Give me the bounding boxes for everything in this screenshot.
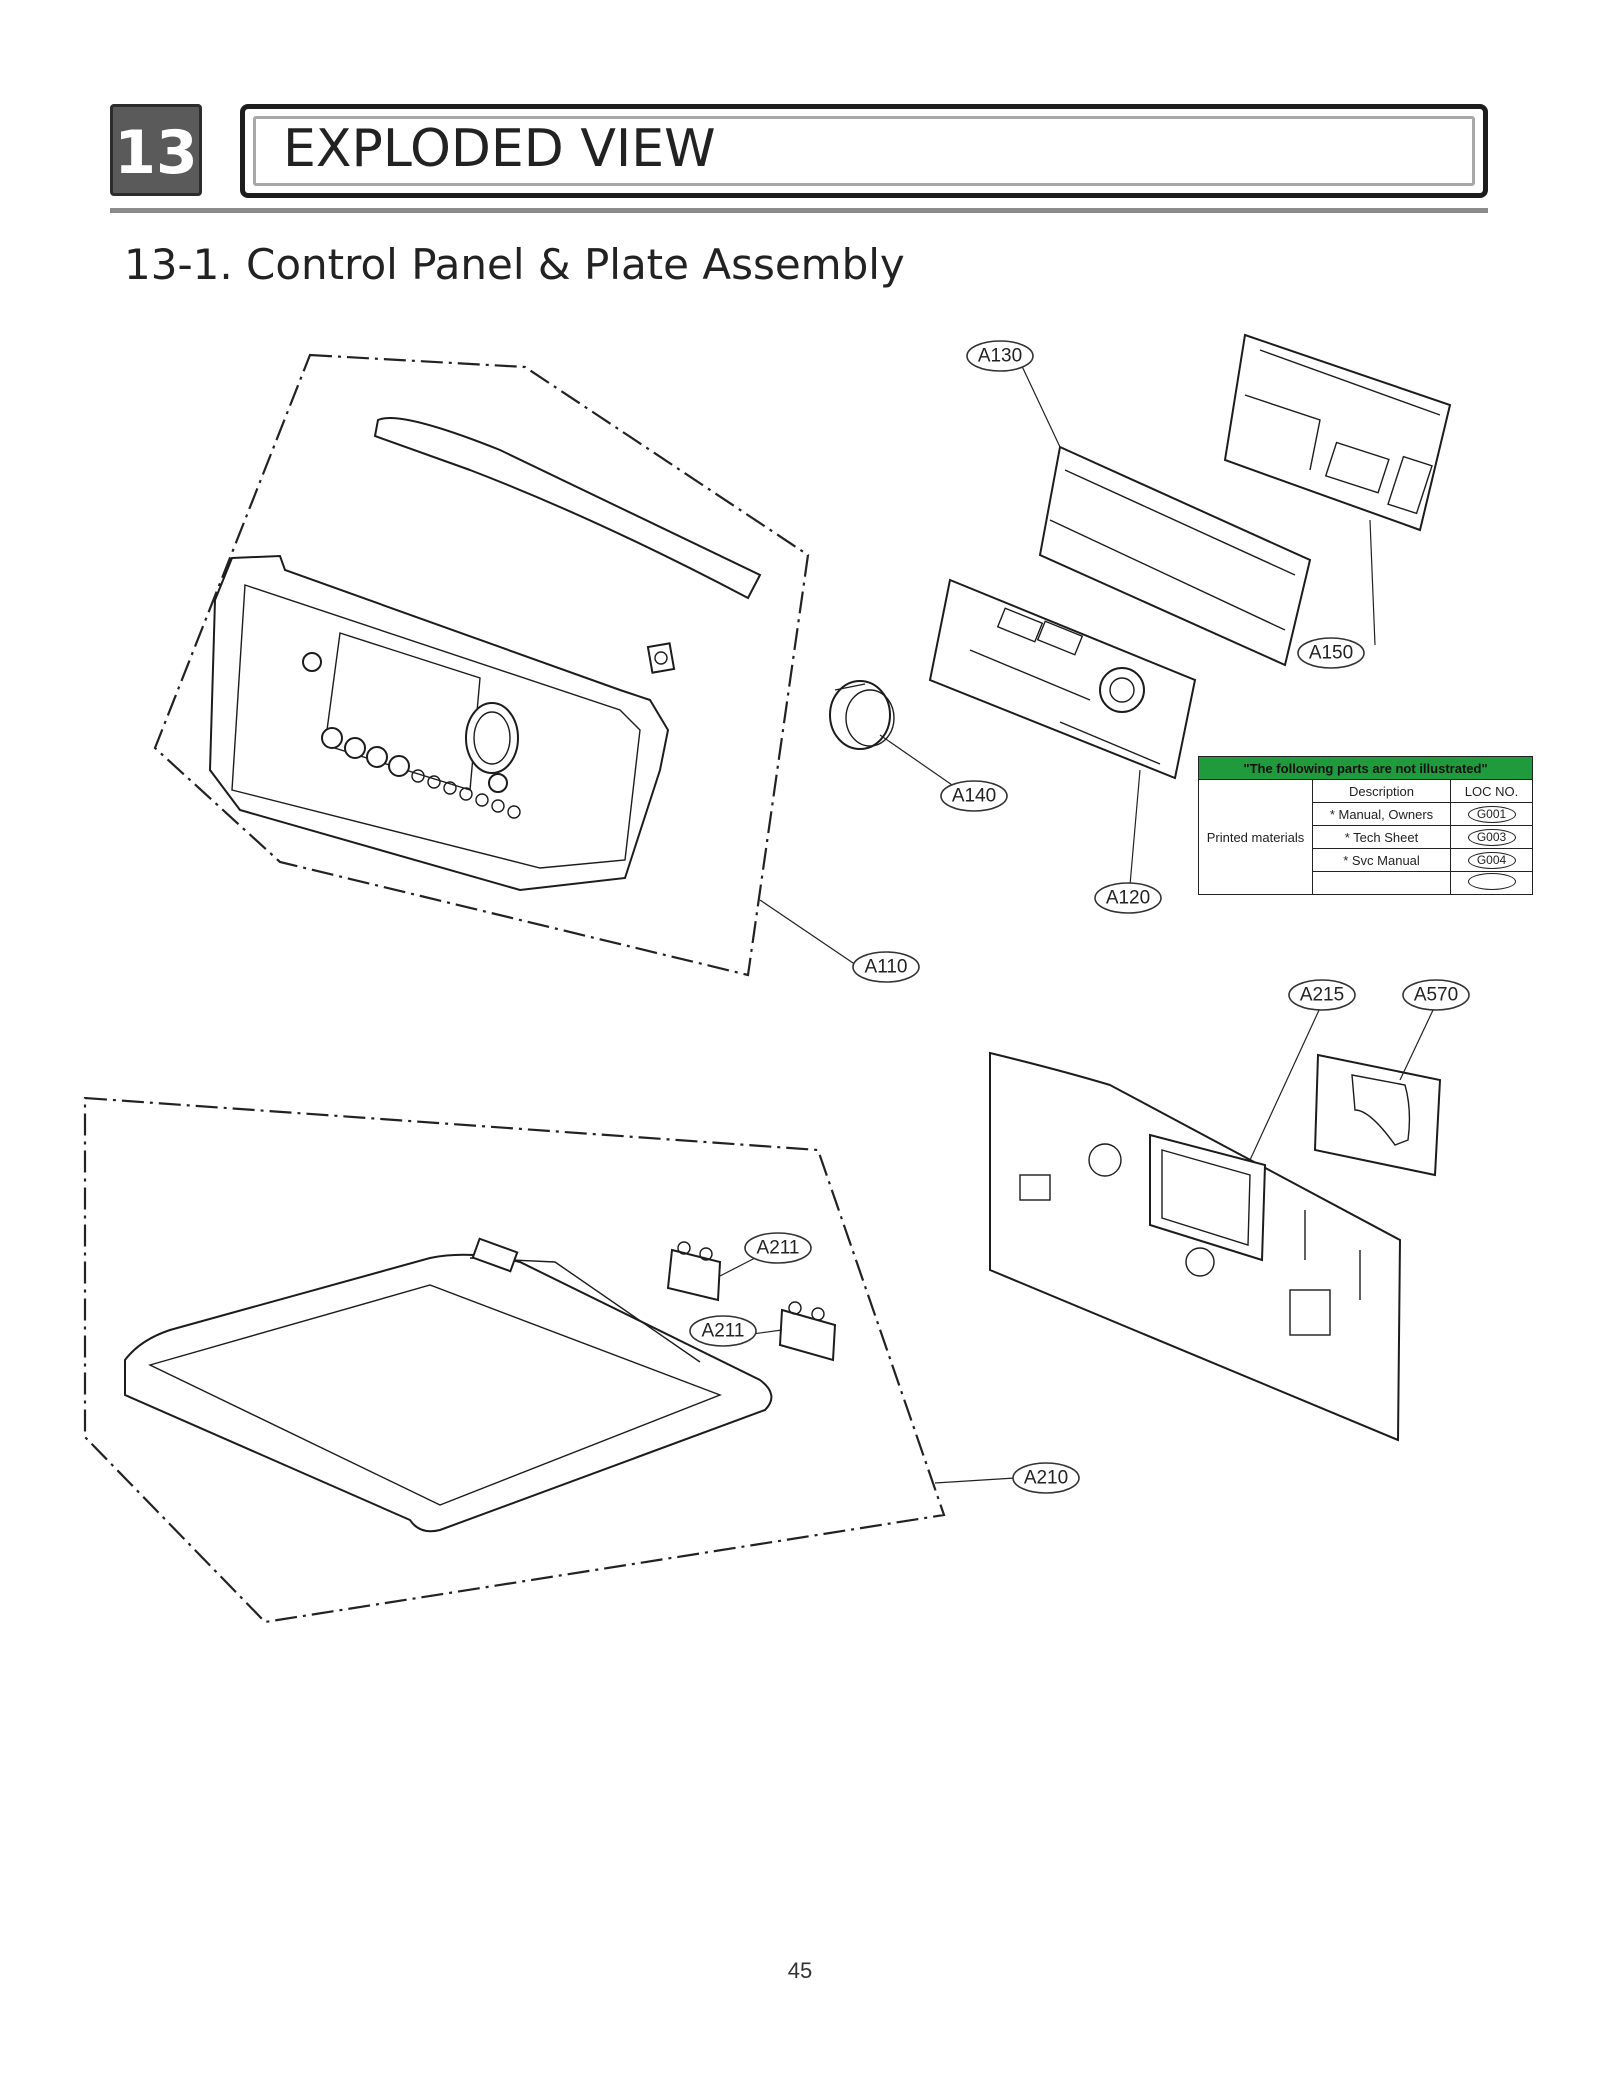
section-title-inner-frame xyxy=(253,116,1475,186)
callout-a215: A215 xyxy=(1288,979,1356,1011)
cover-a570 xyxy=(1313,1053,1442,1177)
leader-a211-upper xyxy=(719,1257,756,1277)
control-panel-a110 xyxy=(208,554,670,892)
hinge-a211-upper xyxy=(666,1241,722,1302)
page-number: 45 xyxy=(787,1958,813,1983)
table-row xyxy=(1199,871,1534,895)
plate-a210 xyxy=(124,1237,773,1533)
callout-a211-lower: A211 xyxy=(689,1315,757,1347)
callout-a210: A210 xyxy=(1012,1462,1080,1494)
assembly-boundary-control-panel xyxy=(153,353,810,977)
loc-pill xyxy=(1467,873,1516,890)
row-description: * Svc Manual xyxy=(1312,848,1451,872)
row-loc: G003 xyxy=(1449,825,1534,849)
table-row: * Svc Manual G004 xyxy=(1199,848,1534,872)
svg-text:A120: A120 xyxy=(1106,888,1150,909)
callout-a130: A130 xyxy=(966,340,1034,372)
assembly-boundary-plate xyxy=(83,1096,946,1624)
small-plug xyxy=(646,642,676,674)
not-illustrated-parts-table: "The following parts are not illustrated… xyxy=(1197,756,1534,895)
leader-a120 xyxy=(1129,769,1141,886)
row-loc xyxy=(1449,871,1534,895)
box-a150 xyxy=(1223,333,1452,532)
svg-text:A570: A570 xyxy=(1414,985,1458,1006)
pcb-cover-a130 xyxy=(1038,445,1312,667)
row-loc: G001 xyxy=(1449,802,1534,826)
table-heading: "The following parts are not illustrated… xyxy=(1197,756,1534,780)
svg-text:A211: A211 xyxy=(702,1321,745,1342)
leader-a150 xyxy=(1369,519,1376,646)
callout-a140: A140 xyxy=(940,780,1008,812)
section-title: EXPLODED VIEW xyxy=(283,119,716,179)
leader-a110 xyxy=(759,899,857,966)
leader-a215 xyxy=(1249,1007,1321,1161)
back-plate-a215 xyxy=(989,1051,1402,1442)
leader-a210 xyxy=(934,1477,1016,1484)
row-description: * Tech Sheet xyxy=(1312,825,1451,849)
loc-pill: G003 xyxy=(1467,828,1516,846)
callout-a110: A110 xyxy=(852,951,920,983)
table-col-description: Description xyxy=(1312,779,1451,803)
row-description: * Manual, Owners xyxy=(1312,802,1451,826)
svg-text:A211: A211 xyxy=(757,1238,800,1259)
subsection-title: 13-1. Control Panel & Plate Assembly xyxy=(124,240,905,289)
hinge-a211-lower xyxy=(778,1301,837,1362)
table-col-loc: LOC NO. xyxy=(1449,779,1534,803)
table-row: * Manual, Owners G001 xyxy=(1199,802,1534,826)
svg-text:A210: A210 xyxy=(1024,1468,1068,1489)
callout-a570: A570 xyxy=(1402,979,1470,1011)
row-description xyxy=(1312,871,1451,895)
callout-a120: A120 xyxy=(1094,882,1162,914)
svg-text:A110: A110 xyxy=(865,957,908,978)
trim-bar xyxy=(373,417,762,600)
table-group-label: Printed materials xyxy=(1198,779,1313,895)
leader-a130 xyxy=(1019,361,1061,448)
svg-text:A215: A215 xyxy=(1300,985,1344,1006)
pcb-a120 xyxy=(928,578,1197,780)
loc-pill: G001 xyxy=(1467,805,1516,823)
knob-a140 xyxy=(829,680,895,750)
svg-text:A140: A140 xyxy=(952,786,996,807)
leader-a570 xyxy=(1399,1007,1435,1081)
callout-a211-upper: A211 xyxy=(744,1232,812,1264)
svg-text:A150: A150 xyxy=(1309,643,1353,664)
svg-text:A130: A130 xyxy=(978,346,1022,367)
callout-a150: A150 xyxy=(1297,637,1365,669)
row-loc: G004 xyxy=(1449,848,1534,872)
section-title-box: EXPLODED VIEW xyxy=(240,104,1488,198)
section-number: 13 xyxy=(110,104,202,196)
header-rule xyxy=(110,208,1488,213)
loc-pill: G004 xyxy=(1467,851,1516,869)
